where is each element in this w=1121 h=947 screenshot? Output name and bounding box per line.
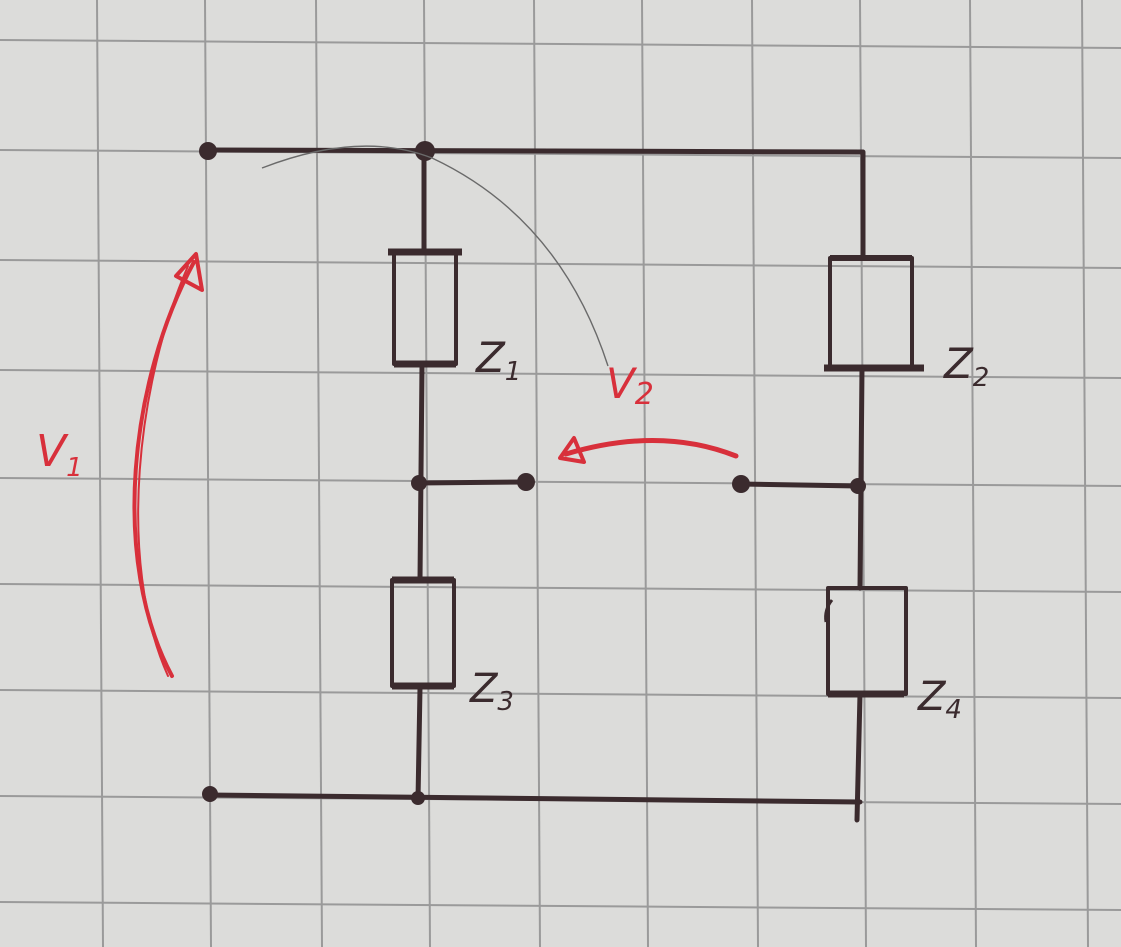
voltage-arrows — [132, 252, 739, 678]
top-rail-wire — [205, 147, 865, 155]
bottom-junction-node — [411, 791, 425, 805]
top-junction-node — [415, 141, 435, 161]
left-midpoint-node — [411, 475, 427, 491]
z1-label: Z1 — [475, 333, 521, 387]
top-left-terminal — [199, 142, 217, 160]
z3-box — [390, 576, 456, 690]
right-midpoint-stub — [737, 481, 861, 489]
left-output-terminal — [517, 473, 535, 491]
grid-line-vertical — [315, 0, 323, 947]
left-branch-wire-bottom — [415, 685, 423, 803]
impedance-boxes — [388, 248, 924, 698]
grid-line-horizontal — [0, 901, 1121, 911]
pencil-arc — [261, 145, 609, 367]
circuit-nodes — [199, 141, 866, 805]
z2-label: Z2 — [943, 339, 989, 393]
grid-line-horizontal — [0, 477, 1121, 487]
grid-line-vertical — [96, 0, 104, 947]
z4-box — [824, 586, 908, 698]
v1-arrow — [132, 252, 204, 678]
grid-line-vertical — [641, 0, 649, 947]
grid-line-horizontal — [0, 583, 1121, 593]
v2-arrow — [558, 436, 739, 464]
left-midpoint-stub — [415, 479, 530, 486]
circuit-wires — [205, 147, 866, 823]
right-branch-wire-mid — [857, 365, 865, 591]
bottom-rail-wire — [205, 792, 863, 805]
component-labels: Z1 Z2 Z3 Z4 — [469, 333, 989, 725]
z1-box — [388, 248, 462, 368]
grid-line-vertical — [533, 0, 541, 947]
v1-label: V1 — [36, 426, 83, 483]
left-branch-wire-mid — [417, 363, 425, 583]
right-output-terminal — [732, 475, 750, 493]
right-midpoint-node — [850, 478, 866, 494]
grid-line-horizontal — [0, 39, 1121, 49]
grid-line-horizontal — [0, 149, 1121, 159]
right-branch-wire-bottom — [854, 691, 863, 823]
z4-label: Z4 — [917, 674, 962, 725]
bottom-left-terminal — [202, 786, 218, 802]
grid-line-horizontal — [0, 689, 1121, 699]
grid-line-horizontal — [0, 369, 1121, 379]
z2-box — [824, 255, 924, 372]
grid-line-vertical — [751, 0, 759, 947]
v2-label: V2 — [606, 359, 654, 412]
voltage-labels: V1 V2 — [36, 359, 654, 483]
z3-label: Z3 — [469, 666, 514, 717]
